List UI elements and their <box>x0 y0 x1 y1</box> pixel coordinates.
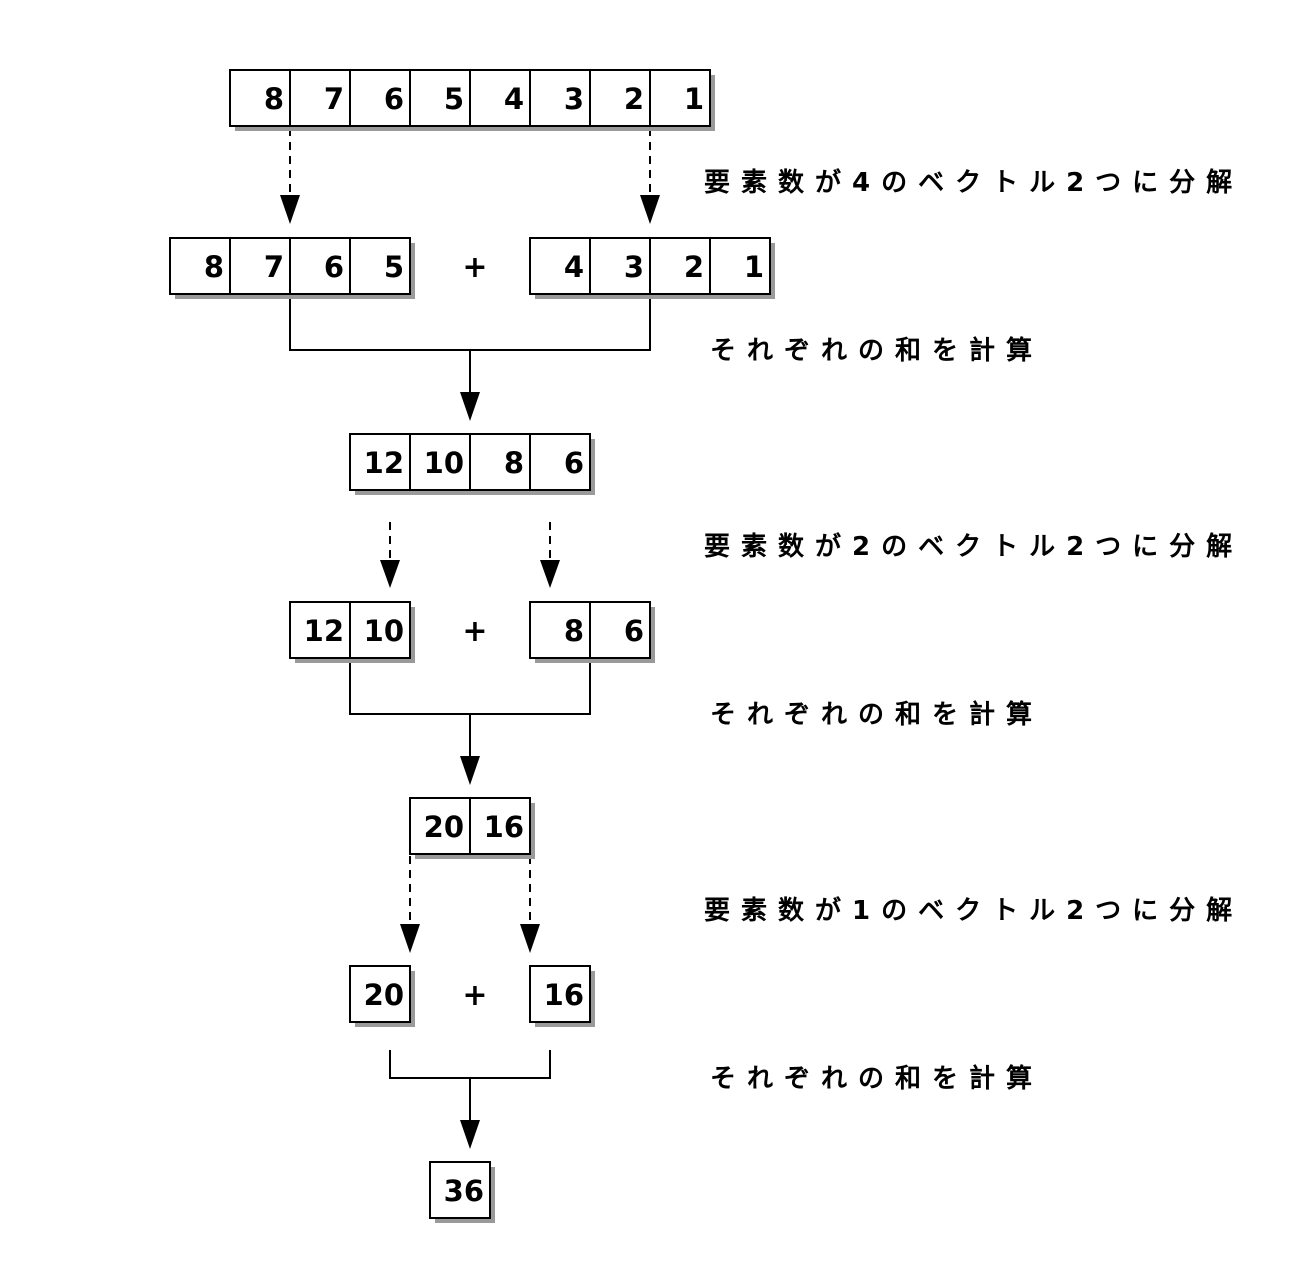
arrowhead <box>540 560 560 588</box>
operators: + + + <box>462 250 487 1013</box>
vector-cell <box>349 69 411 127</box>
vector-cell-value: 5 <box>444 82 464 116</box>
vector-cell <box>349 237 411 295</box>
vector-cell <box>529 69 591 127</box>
vector-cell-value: 36 <box>444 1174 484 1208</box>
vector-cell-value: 2 <box>624 82 644 116</box>
vector-cell <box>229 69 291 127</box>
vector-cell-value: 3 <box>624 250 644 284</box>
vector-cell <box>709 237 771 295</box>
vector-cell-value: 8 <box>504 446 524 480</box>
arrowhead <box>520 924 540 953</box>
vector-cell-value: 4 <box>564 250 584 284</box>
vector-1-sum: 36 <box>429 1161 495 1223</box>
vector-cell <box>589 69 651 127</box>
arrowhead <box>400 924 420 953</box>
arrowhead <box>380 560 400 588</box>
plus-operator: + <box>462 978 487 1013</box>
vector-cell <box>429 1161 491 1219</box>
step-label-sum-2: それぞれの和を計算 <box>710 699 1043 730</box>
vector-cell <box>169 237 231 295</box>
sum-bracket-3 <box>389 1050 551 1079</box>
vector-cell <box>529 965 591 1023</box>
vector-cell-value: 12 <box>304 614 344 648</box>
vector-cell <box>349 601 411 659</box>
arrowhead <box>460 392 480 421</box>
vector-cell <box>289 237 351 295</box>
arrowhead <box>280 195 300 224</box>
vector-4-right: 4 3 2 1 <box>529 237 775 299</box>
vector-cell <box>649 237 711 295</box>
vector-cell-value: 16 <box>484 810 524 844</box>
connectors <box>280 128 660 1149</box>
vector-2-left: 12 10 <box>289 601 415 663</box>
vector-cell <box>529 237 591 295</box>
vector-cell-value: 4 <box>504 82 524 116</box>
vector-cell <box>289 69 351 127</box>
vector-cell <box>649 69 711 127</box>
vector-cell-value: 8 <box>564 614 584 648</box>
step-label-split-2: 要素数が2のベクトル2つに分解 <box>704 531 1243 562</box>
vector-cell <box>409 797 471 855</box>
vector-cell-value: 10 <box>364 614 404 648</box>
sum-bracket-1 <box>289 296 651 351</box>
vector-cell-value: 6 <box>324 250 344 284</box>
vector-cell <box>589 601 651 659</box>
arrowhead <box>640 195 660 224</box>
vector-cell <box>289 601 351 659</box>
vector-cell <box>349 433 411 491</box>
vector-cell-value: 5 <box>384 250 404 284</box>
plus-operator: + <box>462 250 487 285</box>
vector-cell <box>409 69 471 127</box>
vector-cell-value: 6 <box>624 614 644 648</box>
vector-cell-value: 1 <box>744 250 764 284</box>
vector-8: 8 7 6 5 4 3 2 1 <box>229 69 715 131</box>
vector-cell-value: 8 <box>204 250 224 284</box>
sum-bracket-2 <box>349 660 591 715</box>
vector-cell-value: 7 <box>264 250 284 284</box>
vector-1-left: 20 <box>349 965 415 1027</box>
step-label-split-1: 要素数が1のベクトル2つに分解 <box>704 895 1243 926</box>
vector-1-right: 16 <box>529 965 595 1027</box>
vector-cell-value: 6 <box>564 446 584 480</box>
vector-cell <box>229 237 291 295</box>
vector-cell-value: 6 <box>384 82 404 116</box>
arrowhead <box>460 1120 480 1149</box>
vector-cell-value: 20 <box>364 978 404 1012</box>
vector-4-left: 8 7 6 5 <box>169 237 415 299</box>
step-labels: 要素数が4のベクトル2つに分解 それぞれの和を計算 要素数が2のベクトル2つに分… <box>704 167 1243 1094</box>
step-label-sum-3: それぞれの和を計算 <box>710 1063 1043 1094</box>
vector-cell <box>349 965 411 1023</box>
vector-cell-value: 20 <box>424 810 464 844</box>
arrowhead <box>460 756 480 785</box>
vector-cell-value: 3 <box>564 82 584 116</box>
vector-cell-value: 2 <box>684 250 704 284</box>
vector-cell-value: 8 <box>264 82 284 116</box>
plus-operator: + <box>462 614 487 649</box>
step-label-sum-1: それぞれの和を計算 <box>710 335 1043 366</box>
vector-cell-value: 1 <box>684 82 704 116</box>
vector-cell <box>529 433 591 491</box>
vector-4-sum: 12 10 8 6 <box>349 433 595 495</box>
vector-cell-value: 10 <box>424 446 464 480</box>
vector-cell-value: 12 <box>364 446 404 480</box>
vector-cell-value: 16 <box>544 978 584 1012</box>
step-label-split-4: 要素数が4のベクトル2つに分解 <box>704 167 1243 198</box>
vector-cell-value: 7 <box>324 82 344 116</box>
vector-cell <box>469 433 531 491</box>
vector-cell <box>469 797 531 855</box>
